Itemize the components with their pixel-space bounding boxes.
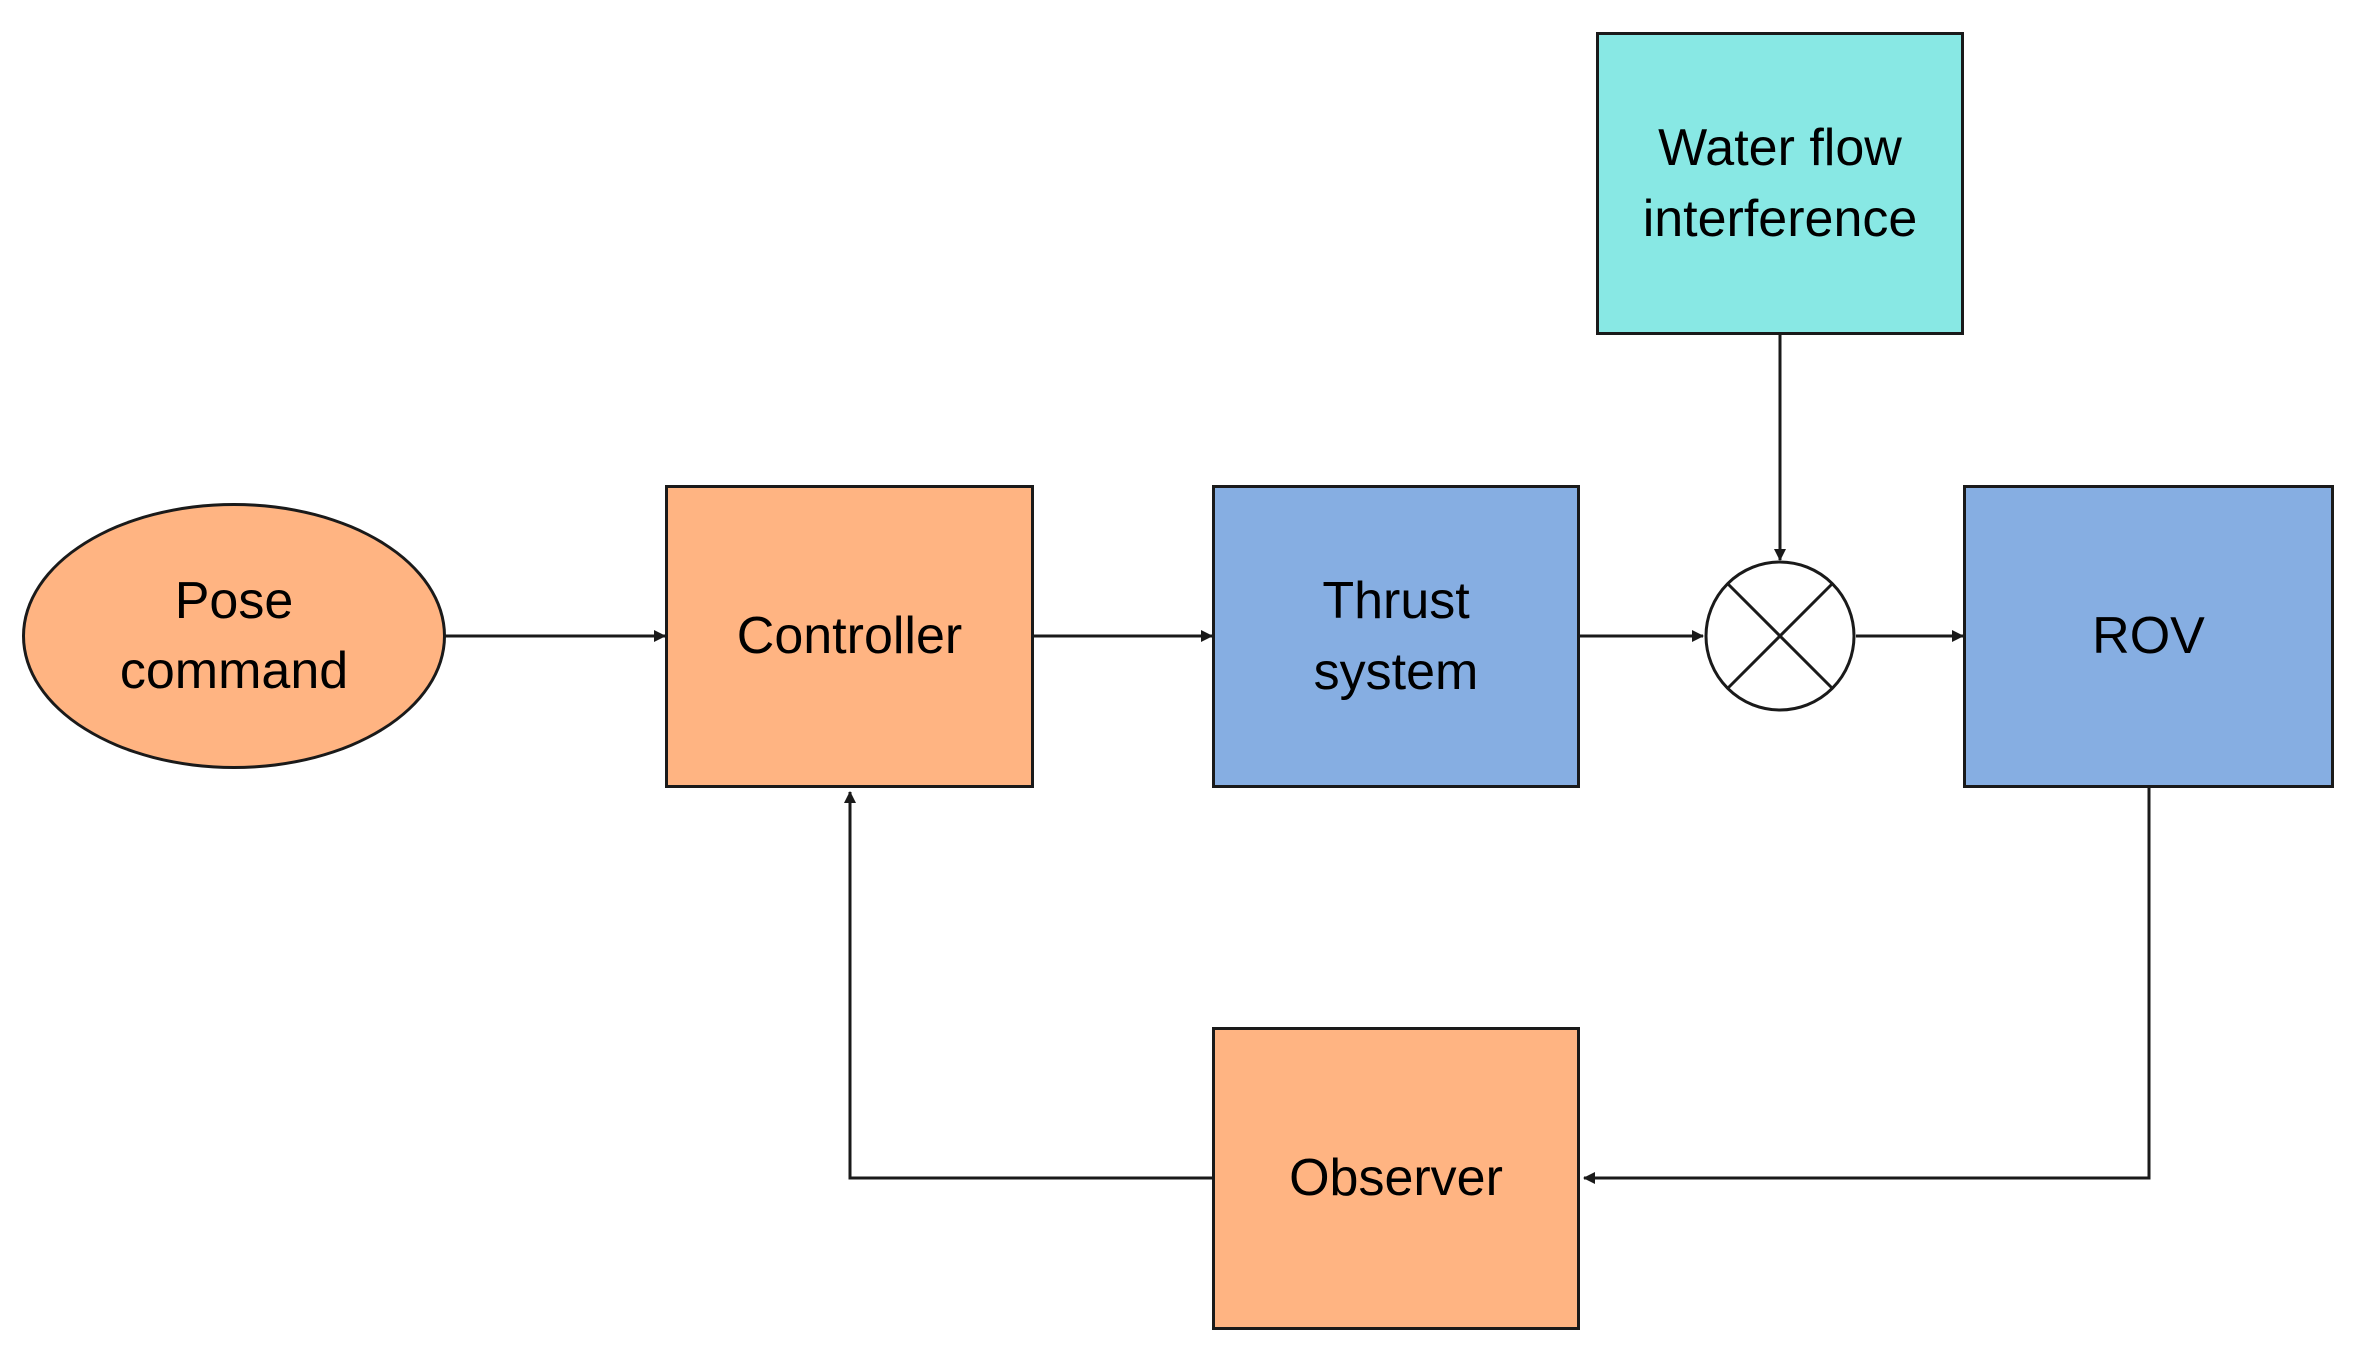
- water-flow-interference-node: Water flow interference: [1596, 32, 1964, 335]
- pose-command-line2: command: [119, 642, 349, 700]
- summing-junction: [1704, 560, 1856, 712]
- pose-command-node: Pose command: [22, 503, 446, 769]
- pose-command-label: Pose command: [120, 566, 348, 706]
- water-flow-interference-label: Water flow interference: [1643, 113, 1918, 253]
- pose-command-line1: Pose: [174, 571, 294, 630]
- water-flow-line2: interference: [1642, 189, 1918, 248]
- thrust-system-line2: system: [1313, 642, 1479, 701]
- controller-node: Controller: [665, 485, 1034, 788]
- observer-node: Observer: [1212, 1027, 1580, 1330]
- thrust-system-node: Thrust system: [1212, 485, 1580, 788]
- rov-label: ROV: [2092, 607, 2205, 666]
- observer-label: Observer: [1289, 1149, 1503, 1208]
- rov-node: ROV: [1963, 485, 2334, 788]
- edge-rov-to-observer: [1583, 788, 2151, 1184]
- thrust-system-label: Thrust system: [1314, 566, 1479, 706]
- thrust-system-line1: Thrust: [1322, 572, 1470, 631]
- edge-observer-to-controller: [844, 791, 1212, 1180]
- controller-label: Controller: [736, 607, 963, 666]
- water-flow-line1: Water flow: [1658, 119, 1902, 178]
